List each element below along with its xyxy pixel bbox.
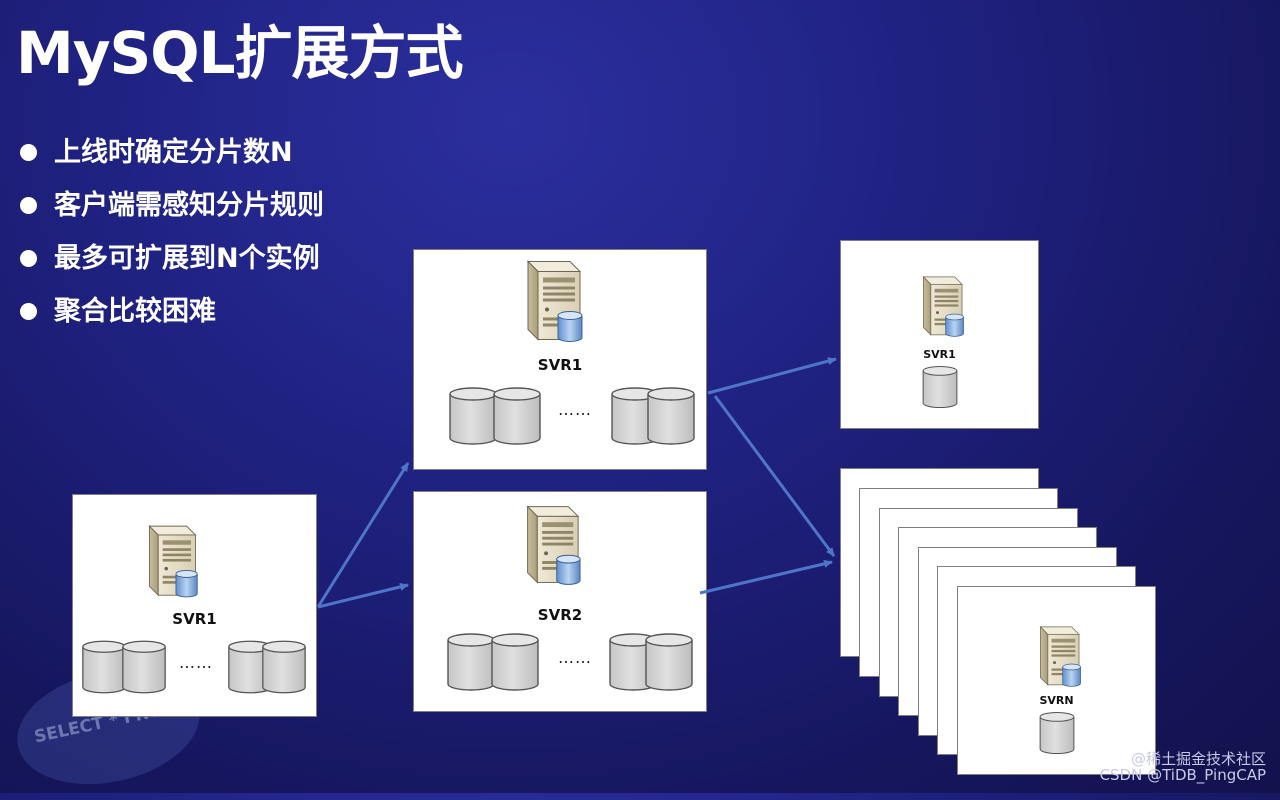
target-single-server-label: SVR1 xyxy=(923,348,956,361)
bullet-dot-icon xyxy=(20,144,37,161)
bullet-list: 上线时确定分片数N 客户端需感知分片规则 最多可扩展到N个实例 聚合比较困难 xyxy=(20,133,324,345)
bullet-dot-icon xyxy=(20,250,37,267)
target-stack-front-box: SVRN xyxy=(957,586,1156,775)
source-server-label: SVR1 xyxy=(172,610,217,628)
bullet-item: 上线时确定分片数N xyxy=(20,133,324,186)
target-stack-server-label: SVRN xyxy=(1039,694,1074,707)
bullet-text: 最多可扩展到N个实例 xyxy=(54,243,320,274)
shard1-server-box: SVR1 …… xyxy=(413,249,707,470)
bullet-text: 聚合比较困难 xyxy=(54,296,216,327)
bullet-dot-icon xyxy=(20,303,37,320)
bullet-text: 客户端需感知分片规则 xyxy=(54,190,324,221)
source-server-box: SVR1 …… xyxy=(72,494,317,717)
shard2-server-label: SVR2 xyxy=(537,606,583,624)
ellipsis: …… xyxy=(558,400,592,419)
bullet-item: 聚合比较困难 xyxy=(20,292,324,345)
bullet-item: 客户端需感知分片规则 xyxy=(20,186,324,239)
arrow-source-to-shard2 xyxy=(317,583,409,609)
slide-title: MySQL扩展方式 xyxy=(16,19,464,87)
bullet-text: 上线时确定分片数N xyxy=(54,137,293,168)
ellipsis: …… xyxy=(558,648,592,667)
juejin-watermark: @稀土掘金技术社区 xyxy=(1130,750,1266,768)
bullet-dot-icon xyxy=(20,197,37,214)
target-single-server-box: SVR1 xyxy=(840,240,1039,429)
shard2-server-box: SVR2 …… xyxy=(413,491,707,712)
arrow-shard1-to-target-single xyxy=(707,357,837,395)
shard1-server-label: SVR1 xyxy=(537,356,583,374)
arrow-shard1-to-target-stack xyxy=(713,395,836,557)
csdn-watermark: CSDN @TiDB_PingCAP xyxy=(1099,766,1266,784)
bullet-item: 最多可扩展到N个实例 xyxy=(20,239,324,292)
ellipsis: …… xyxy=(179,653,213,672)
arrow-source-to-shard1 xyxy=(316,462,410,608)
arrow-shard2-to-target-stack xyxy=(699,559,833,595)
